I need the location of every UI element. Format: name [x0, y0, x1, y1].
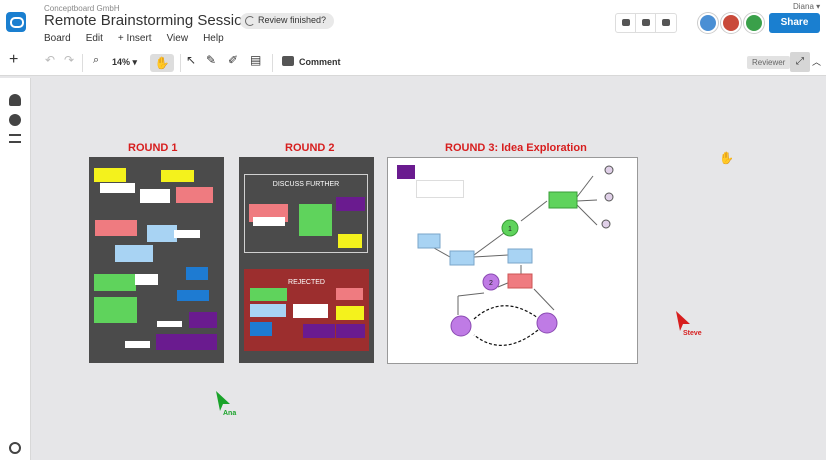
round1-title: ROUND 1 — [128, 142, 178, 154]
bell-icon[interactable] — [9, 94, 21, 106]
sticky-note[interactable] — [336, 306, 364, 320]
sticky-note[interactable] — [115, 245, 153, 262]
communication-buttons — [615, 13, 677, 33]
sticky-note[interactable] — [250, 322, 272, 336]
sticky-note[interactable] — [293, 304, 328, 318]
sticky-note[interactable] — [176, 187, 213, 203]
reviewer-badge: Reviewer — [747, 56, 791, 69]
sticky-note[interactable] — [253, 217, 285, 226]
redo-icon[interactable]: ↷ — [64, 53, 75, 67]
user-menu[interactable]: Diana ▾ — [793, 2, 821, 11]
sticky-note-icon[interactable]: ▤ — [250, 53, 262, 67]
sticky-note[interactable] — [156, 334, 217, 350]
flow-node-1-label: 1 — [508, 226, 512, 233]
sticky-note[interactable] — [161, 170, 194, 182]
app-logo-icon[interactable] — [6, 12, 26, 32]
cursor-arrow-icon — [676, 311, 690, 331]
main-menu: Board Edit + Insert View Help — [44, 33, 239, 44]
rejected-label: REJECTED — [288, 279, 325, 286]
compass-icon[interactable] — [9, 442, 21, 454]
review-label: Review finished? — [258, 15, 327, 25]
call-button[interactable] — [616, 14, 636, 32]
round3-title: ROUND 3: Idea Exploration — [445, 142, 587, 154]
toolbar-divider — [180, 54, 181, 72]
fullscreen-icon[interactable]: ⤢ — [790, 52, 810, 72]
share-button[interactable]: Share — [769, 13, 820, 33]
check-icon[interactable] — [9, 114, 21, 126]
pen-tool-icon[interactable]: ✎ — [206, 53, 217, 67]
menu-help[interactable]: Help — [203, 33, 224, 44]
sticky-note[interactable] — [186, 267, 208, 280]
list-icon[interactable] — [9, 134, 21, 143]
sticky-note[interactable] — [338, 234, 362, 248]
sticky-note[interactable] — [336, 324, 365, 338]
sticky-note[interactable] — [95, 220, 137, 236]
discuss-further-label: DISCUSS FURTHER — [272, 181, 340, 188]
chat-icon — [662, 19, 670, 26]
sticky-note[interactable] — [336, 197, 365, 211]
sticky-note[interactable] — [157, 321, 182, 327]
company-name: Conceptboard GmbH — [44, 4, 120, 13]
idea-flow-diagram: 1 2 — [417, 165, 614, 346]
sticky-note[interactable] — [250, 304, 286, 317]
zoom-level[interactable]: 14% ▾ — [112, 57, 138, 67]
screen-share-button[interactable] — [636, 14, 656, 32]
sticky-note[interactable] — [94, 297, 137, 323]
sticky-note[interactable] — [397, 165, 415, 179]
menu-edit[interactable]: Edit — [85, 33, 103, 44]
review-finished-button[interactable]: Review finished? — [240, 13, 335, 29]
phone-icon — [622, 19, 630, 26]
menu-insert[interactable]: + Insert — [117, 33, 152, 44]
sticky-note[interactable] — [94, 274, 136, 291]
rejected-section: REJECTED — [244, 269, 369, 351]
undo-icon[interactable]: ↶ — [45, 53, 56, 67]
round2-board[interactable]: DISCUSS FURTHER REJECTED — [239, 157, 374, 363]
avatar[interactable] — [721, 13, 741, 33]
zoom-icon[interactable]: ⌕ — [93, 54, 100, 66]
refresh-icon — [245, 16, 255, 26]
menu-view[interactable]: View — [166, 33, 189, 44]
sticky-note[interactable] — [147, 225, 177, 242]
round1-board[interactable] — [89, 157, 224, 363]
sticky-note[interactable] — [299, 204, 332, 236]
cursor-arrow-icon — [216, 391, 230, 411]
round2-title: ROUND 2 — [285, 142, 335, 154]
select-tool-icon[interactable]: ↖ — [186, 53, 197, 67]
sticky-note[interactable] — [336, 288, 363, 300]
cursor-name-ana: Ana — [223, 410, 237, 417]
sticky-note[interactable] — [140, 189, 170, 203]
sticky-note[interactable] — [250, 288, 287, 301]
round3-board[interactable]: 1 2 — [387, 157, 638, 364]
chat-button[interactable] — [656, 14, 676, 32]
sticky-note[interactable] — [174, 230, 200, 238]
add-icon[interactable]: + — [9, 51, 19, 68]
toolbar: + ↶ ↷ ⌕ 14% ▾ ✋ ↖ ✎ ✐ ▤ Comment Reviewer… — [0, 50, 826, 76]
cursor-name-steve: Steve — [683, 330, 702, 337]
sticky-note[interactable] — [94, 168, 126, 182]
avatar[interactable] — [744, 13, 764, 33]
comment-button[interactable]: Comment — [282, 56, 341, 75]
left-sidebar — [0, 78, 31, 460]
sticky-note[interactable] — [100, 183, 135, 193]
avatar[interactable] — [698, 13, 718, 33]
sticky-note[interactable] — [416, 180, 464, 198]
sticky-note[interactable] — [135, 274, 158, 285]
menu-board[interactable]: Board — [44, 33, 71, 44]
sticky-note[interactable] — [189, 312, 217, 328]
app-header: Conceptboard GmbH Remote Brainstorming S… — [0, 0, 826, 50]
flow-node-2-label: 2 — [489, 280, 493, 287]
sticky-note[interactable] — [125, 341, 150, 348]
board-title[interactable]: Remote Brainstorming Session — [44, 12, 251, 29]
toolbar-divider — [82, 54, 83, 72]
sticky-note[interactable] — [177, 290, 209, 301]
hand-cursor-icon: ✋ — [719, 151, 734, 165]
chevron-up-icon[interactable]: ︿ — [812, 57, 822, 67]
sticky-note[interactable] — [303, 324, 335, 338]
hand-tool-icon[interactable]: ✋ — [150, 54, 174, 72]
presentation-icon — [642, 19, 650, 26]
toolbar-divider — [272, 54, 273, 72]
marker-tool-icon[interactable]: ✐ — [228, 53, 239, 67]
collaborator-avatars — [698, 13, 767, 33]
discuss-further-section: DISCUSS FURTHER — [244, 174, 368, 253]
